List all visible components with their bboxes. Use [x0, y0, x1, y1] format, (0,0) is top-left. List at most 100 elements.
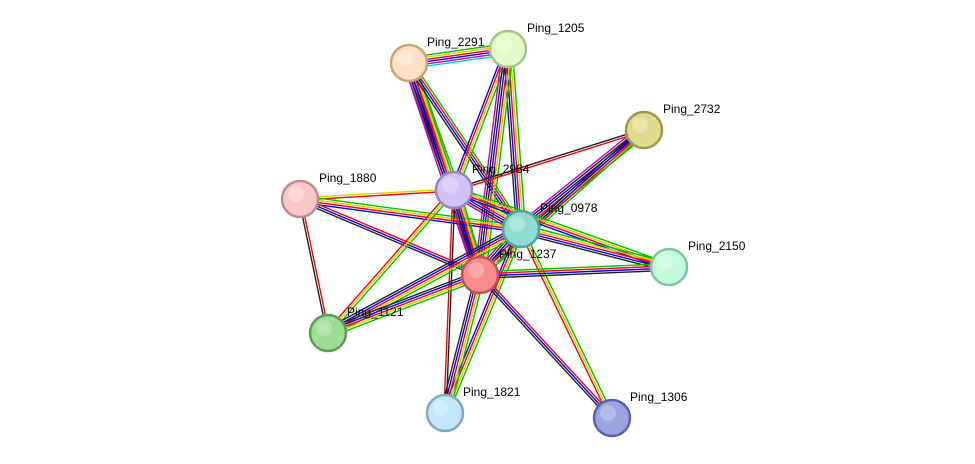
edge-Ping_2732-Ping_2984: [453, 128, 645, 192]
node-circle[interactable]: [280, 179, 320, 219]
node-label: Ping_2291: [427, 35, 485, 49]
edge-line: [326, 272, 480, 332]
edge-line: [298, 200, 480, 278]
edge-line: [445, 229, 523, 414]
edge-Ping_1237-Ping_1306: [477, 273, 615, 420]
node-Ping_1205[interactable]: Ping_1205: [488, 21, 585, 69]
edge-line: [517, 125, 641, 226]
edge-line: [300, 195, 522, 227]
edge-line: [298, 199, 328, 334]
edge-line: [326, 270, 479, 330]
edge-Ping_1237-Ping_2150: [479, 263, 670, 279]
node-label: Ping_1821: [463, 385, 521, 399]
edge-Ping_2984-Ping_1821: [443, 189, 456, 414]
node-label: Ping_1306: [630, 390, 688, 404]
node-Ping_2984[interactable]: Ping_2984: [434, 162, 530, 210]
edge-line: [329, 278, 482, 338]
node-circle[interactable]: [592, 398, 632, 438]
edge-line: [409, 61, 523, 229]
edge-line: [452, 48, 508, 190]
edge-line: [521, 224, 671, 264]
node-Ping_1821[interactable]: Ping_1821: [425, 385, 521, 433]
edge-line: [413, 61, 486, 274]
edge-line: [447, 229, 525, 415]
edge-line: [325, 224, 520, 330]
edge-line: [440, 273, 477, 413]
node-circle[interactable]: [308, 313, 348, 353]
node-circle[interactable]: [649, 247, 689, 287]
edge-line: [453, 128, 644, 190]
edge-line: [411, 61, 484, 275]
edge-line: [477, 276, 611, 420]
edge-line: [521, 226, 670, 266]
node-circle[interactable]: [460, 255, 500, 295]
node-Ping_1237[interactable]: Ping_1237: [460, 247, 557, 295]
node-circle[interactable]: [501, 209, 541, 249]
edge-Ping_1880-Ping_1121: [298, 198, 330, 334]
node-circle[interactable]: [389, 43, 429, 83]
edge-line: [454, 186, 671, 265]
edge-line: [484, 49, 515, 276]
node-label: Ping_1121: [347, 305, 404, 319]
edge-line: [446, 275, 483, 414]
node-highlight: [397, 50, 413, 66]
node-highlight: [442, 177, 458, 193]
edge-line: [448, 275, 485, 415]
edge-line: [403, 64, 476, 277]
node-Ping_2150[interactable]: Ping_2150: [649, 239, 746, 287]
edge-Ping_0978-Ping_1306: [518, 227, 615, 420]
edge-Ping_1205-Ping_1237: [473, 48, 515, 276]
edge-line: [299, 188, 454, 199]
node-circle[interactable]: [425, 393, 465, 433]
edge-line: [409, 62, 482, 275]
edge-line: [518, 229, 611, 420]
edge-line: [450, 47, 506, 190]
node-Ping_0978[interactable]: Ping_0978: [501, 201, 598, 249]
node-Ping_2291[interactable]: Ping_2291: [389, 35, 485, 83]
node-label: Ping_2984: [472, 162, 530, 176]
node-circle[interactable]: [488, 29, 528, 69]
edge-line: [521, 130, 646, 231]
node-highlight: [600, 405, 616, 421]
edge-Ping_0978-Ping_1821: [441, 227, 525, 415]
edge-line: [480, 269, 670, 279]
node-label: Ping_2150: [688, 239, 746, 253]
edge-line: [454, 130, 645, 192]
edge-Ping_2291-Ping_1237: [403, 61, 486, 277]
edge-line: [518, 126, 643, 227]
edge-line: [520, 228, 613, 419]
node-circle[interactable]: [434, 170, 474, 210]
node-label: Ping_1880: [319, 171, 377, 185]
edge-line: [329, 190, 457, 335]
edge-line: [407, 63, 480, 276]
edge-Ping_1237-Ping_1121: [326, 270, 482, 338]
edge-line: [480, 49, 510, 276]
edge-line: [299, 201, 521, 233]
edge-line: [327, 274, 481, 334]
node-Ping_2732[interactable]: Ping_2732: [624, 102, 721, 150]
edge-line: [476, 48, 506, 275]
edge-line: [511, 48, 527, 229]
edge-line: [473, 48, 504, 275]
edge-line: [522, 227, 615, 418]
edge-line: [479, 274, 613, 419]
node-Ping_1306[interactable]: Ping_1306: [592, 390, 688, 438]
node-Ping_1121[interactable]: Ping_1121: [308, 305, 404, 353]
edge-line: [325, 188, 453, 333]
node-highlight: [657, 254, 673, 270]
edges-layer: [298, 42, 671, 420]
node-highlight: [509, 216, 525, 232]
edge-line: [520, 228, 670, 268]
edge-line: [520, 230, 669, 270]
node-label: Ping_1237: [499, 247, 557, 261]
edge-line: [509, 48, 524, 229]
node-highlight: [496, 36, 512, 52]
edge-line: [482, 49, 512, 276]
edge-line: [443, 228, 521, 413]
node-highlight: [468, 262, 484, 278]
node-Ping_1880[interactable]: Ping_1880: [280, 171, 377, 219]
node-label: Ping_1205: [527, 21, 585, 35]
node-highlight: [316, 320, 332, 336]
node-circle[interactable]: [624, 110, 664, 150]
